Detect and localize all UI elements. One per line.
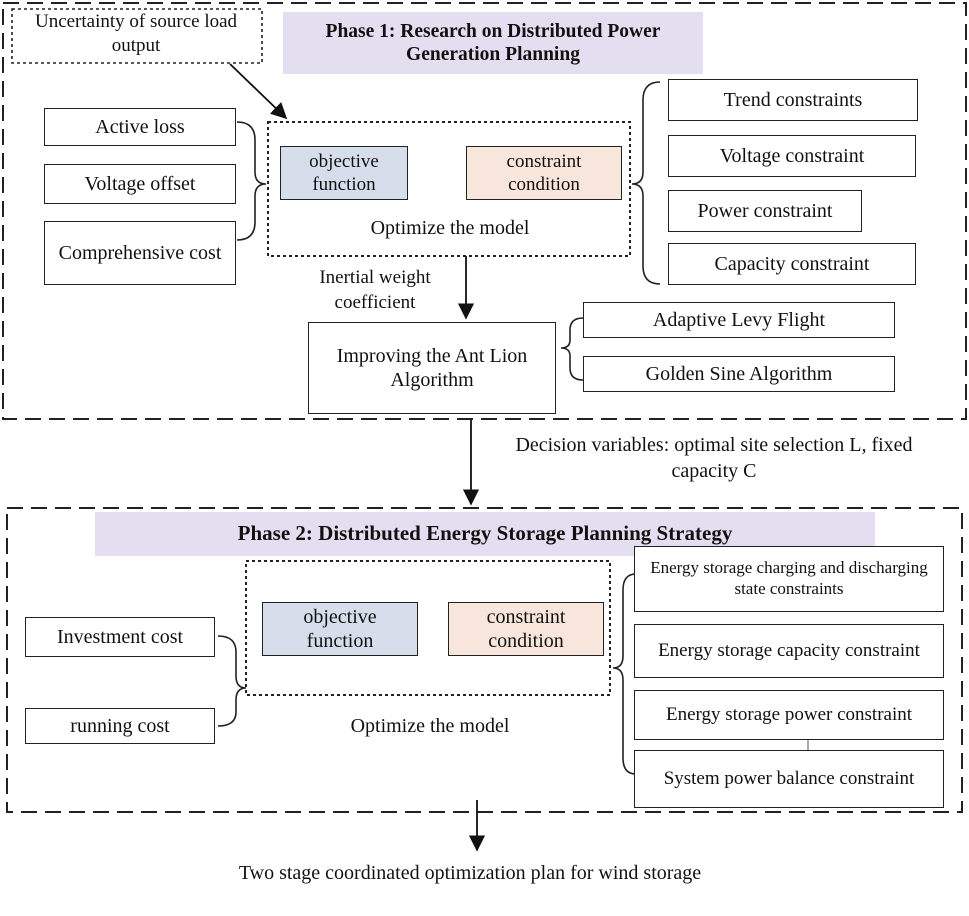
ant-lion-algorithm-box: Improving the Ant Lion Algorithm	[308, 322, 556, 414]
phase2-objective-function-box: objective function	[262, 602, 418, 656]
comprehensive-cost-box: Comprehensive cost	[44, 221, 236, 285]
phase1-objective-function-box: objective function	[280, 146, 408, 200]
power-constraint-box: Power constraint	[668, 190, 862, 232]
phase1-frame	[2, 2, 967, 420]
investment-cost-box: Investment cost	[25, 617, 215, 657]
brace-phase2-constraints	[612, 573, 637, 775]
phase2-model-frame	[245, 560, 611, 696]
phase2-constraint-condition-box: constraint condition	[448, 602, 604, 656]
phase1-optimize-model-label: Optimize the model	[370, 217, 530, 239]
voltage-offset-box: Voltage offset	[44, 164, 236, 204]
running-cost-box: running cost	[25, 708, 215, 744]
uncertainty-label: Uncertainty of source load output	[34, 11, 238, 57]
phase2-optimize-model-label: Optimize the model	[350, 715, 510, 737]
brace-algorithm-strategies	[560, 317, 584, 381]
active-loss-box: Active loss	[44, 108, 236, 146]
brace-phase2-objectives	[217, 635, 247, 727]
power-balance-constraint-box: System power balance constraint	[634, 750, 944, 808]
trend-constraints-box: Trend constraints	[668, 79, 918, 121]
arrow-uncertainty-to-model	[229, 63, 288, 120]
phase1-constraint-condition-box: constraint condition	[466, 146, 622, 200]
brace-phase1-objectives	[236, 121, 267, 241]
phase1-title: Phase 1: Research on Distributed Power G…	[283, 12, 703, 74]
phase2-frame	[6, 507, 963, 813]
brace-phase1-constraints	[631, 81, 661, 285]
capacity-constraint-box: Capacity constraint	[668, 243, 916, 285]
phase2-title: Phase 2: Distributed Energy Storage Plan…	[95, 512, 875, 556]
inertial-weight-label: Inertial weight coefficient	[319, 267, 431, 313]
voltage-constraint-box: Voltage constraint	[668, 135, 916, 177]
result-label: Two stage coordinated optimization plan …	[238, 862, 702, 884]
decision-variables-label: Decision variables: optimal site selecti…	[515, 434, 913, 483]
uncertainty-frame	[11, 8, 263, 64]
phase1-model-frame	[267, 121, 631, 257]
storage-power-constraint-box: Energy storage power constraint	[634, 690, 944, 740]
golden-sine-algorithm-box: Golden Sine Algorithm	[583, 356, 895, 392]
adaptive-levy-flight-box: Adaptive Levy Flight	[583, 302, 895, 338]
charging-state-constraint-box: Energy storage charging and discharging …	[634, 546, 944, 612]
storage-capacity-constraint-box: Energy storage capacity constraint	[634, 624, 944, 678]
